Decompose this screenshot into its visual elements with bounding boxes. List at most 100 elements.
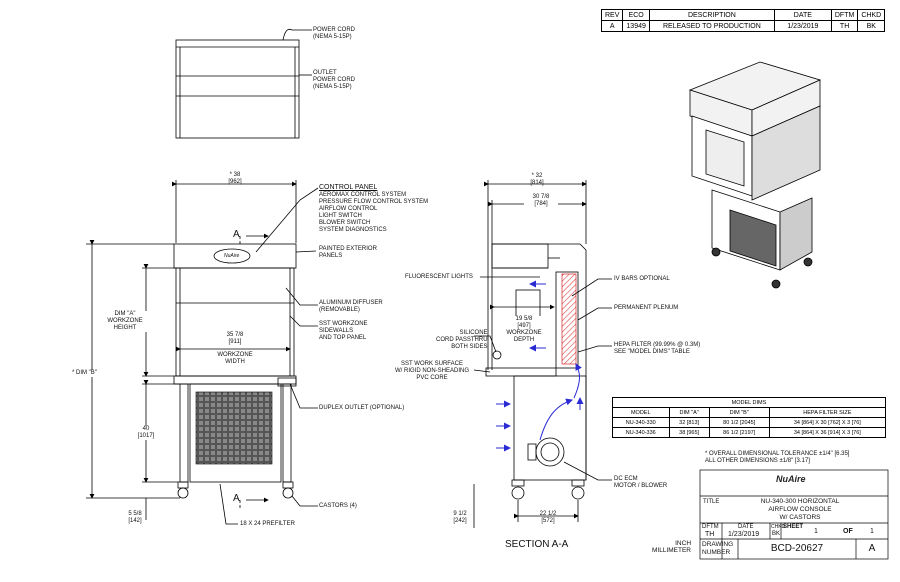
sst-line3: AND TOP PANEL [319, 335, 367, 341]
outlet-power-cord-label: OUTLET POWER CORD (NEMA 5-15P) [313, 70, 355, 91]
inner-in: 30 7/8 [532, 194, 550, 200]
section-inner-depth-dim: 30 7/8 [784] [524, 194, 558, 208]
chkd-value: BK [772, 531, 781, 537]
dim-b-cell: 80 1/2 [2045] [708, 417, 770, 428]
cp-item: PRESSURE FLOW CONTROL SYSTEM [319, 199, 429, 205]
control-panel-callout: CONTROL PANEL AEROMAX CONTROL SYSTEM PRE… [319, 184, 428, 234]
title-line3: W/ CASTORS [779, 514, 821, 521]
sst-workzone-callout: SST WORKZONE SIDEWALLS AND TOP PANEL [319, 321, 368, 342]
workzone-width-dim: 35 7/8 [911] WORKZONE WIDTH [205, 332, 265, 366]
h558-in: 5 5/8 [128, 511, 142, 517]
wd-label1: WORKZONE [506, 330, 542, 336]
painted-line1: PAINTED EXTERIOR [319, 246, 377, 252]
width-dim-in: * 38 [229, 172, 241, 178]
width-dim-mm: [962] [228, 179, 242, 185]
diffuser-line1: ALUMINUM DIFFUSER [319, 300, 383, 306]
model-dims-title: MODEL DIMS [612, 397, 886, 408]
units-label: INCH MILLIMETER [652, 540, 691, 554]
depth-in: * 32 [531, 173, 543, 179]
dftm-label: DFTM [702, 524, 719, 530]
wd-in: 19 5/8 [515, 316, 533, 322]
painted-panels-callout: PAINTED EXTERIOR PANELS [319, 246, 377, 260]
title-line2: AIRFLOW CONSOLE [768, 506, 832, 513]
hepa-size-cell: 34 [864] X 30 [762] X 3 [76] [768, 417, 887, 428]
table-row: NU-340-336 38 [965] 86 1/2 [2197] 34 [86… [612, 427, 887, 438]
ww-label2: WIDTH [225, 359, 245, 365]
section-marker-bottom: A [233, 493, 240, 504]
hepa-size-header: HEPA FILTER SIZE [768, 407, 887, 418]
hepa-filter-hatch [561, 273, 577, 365]
h40-mm: [1017] [137, 433, 155, 439]
aluminum-diffuser-callout: ALUMINUM DIFFUSER (REMOVABLE) [319, 300, 383, 314]
model-cell: NU-340-330 [612, 417, 670, 428]
workzone-depth-dim: 19 5/8 [497] WORKZONE DEPTH [500, 316, 548, 344]
dim-9-1-2: 9 1/2 [242] [446, 511, 474, 525]
rev-cell: A [600, 20, 624, 32]
drawing-number: BCD-20627 [770, 543, 824, 554]
model-dims-header: MODEL DIM "A" DIM "B" HEPA FILTER SIZE [612, 407, 887, 418]
title-block-rev: A [868, 543, 876, 554]
castors-callout: CASTORS (4) [319, 503, 357, 509]
dim-a-label: DIM "A" WORKZONE HEIGHT [103, 311, 147, 332]
top-view [175, 28, 312, 139]
front-view [86, 180, 319, 525]
tolerance-notes: * OVERALL DIMENSIONAL TOLERANCE ±1/4" [6… [705, 451, 849, 465]
dim-b-label: * DIM "B" [72, 370, 97, 377]
tolerance-line1: * OVERALL DIMENSIONAL TOLERANCE ±1/4" [6… [705, 451, 850, 457]
outlet-line2: POWER CORD [313, 77, 355, 83]
silicone-callout: SILICONE CORD PASSTHRU BOTH SIDES [436, 330, 488, 351]
drawing-number-label: DRAWING NUMBER [702, 541, 733, 557]
outlet-line1: OUTLET [313, 70, 337, 76]
d2212-mm: [572] [541, 518, 555, 524]
cp-item: AIRFLOW CONTROL [319, 206, 378, 212]
chkd-cell: BK [857, 20, 886, 32]
revision-table-header: REV ECO DESCRIPTION DATE DFTM CHKD [600, 9, 886, 21]
ws-line2: W/ RIGID NON-SHEADING [394, 368, 469, 374]
drawing-title: NU-340-300 HORIZONTAL AIRFLOW CONSOLE W/… [740, 498, 860, 522]
date-cell: 1/23/2019 [773, 20, 832, 32]
overall-width-dim: * 38 [962] [220, 172, 250, 186]
silicone-line1: SILICONE [459, 330, 488, 336]
title-block-lines [699, 469, 889, 560]
wd-label2: DEPTH [513, 337, 535, 343]
h40-in: 40 [142, 426, 150, 432]
revision-table: REV ECO DESCRIPTION DATE DFTM CHKD A 139… [600, 9, 886, 32]
cp-item: LIGHT SWITCH [319, 213, 362, 219]
isometric-view [688, 61, 822, 289]
dim-a-cell: 38 [965] [668, 427, 710, 438]
eco-header: ECO [622, 9, 650, 21]
sheet-label: SHEET [783, 524, 804, 530]
hepa-callout: HEPA FILTER (99.99% @ 0.3M) SEE "MODEL D… [614, 342, 700, 356]
eco-cell: 13949 [622, 20, 650, 32]
of-label: OF [843, 528, 853, 535]
ecm-line1: DC ECM [614, 476, 638, 482]
work-surface-callout: SST WORK SURFACE W/ RIGID NON-SHEADING P… [384, 361, 480, 382]
painted-line2: PANELS [319, 253, 343, 259]
dftm-cell: TH [830, 20, 859, 32]
company-logo: NuAire [776, 474, 806, 484]
permanent-plenum-callout: PERMANENT PLENUM [614, 305, 679, 311]
table-row: NU-340-330 32 [813] 80 1/2 [2045] 34 [86… [612, 417, 887, 428]
sst-line1: SST WORKZONE [319, 321, 368, 327]
hepa-line1: HEPA FILTER (99.99% @ 0.3M) [614, 342, 701, 348]
date-header: DATE [773, 9, 832, 21]
dc-ecm-callout: DC ECM MOTOR / BLOWER [614, 476, 667, 490]
section-title: SECTION A-A [505, 539, 569, 550]
ecm-line2: MOTOR / BLOWER [614, 483, 668, 489]
date-label: DATE [738, 524, 754, 530]
drawing-label-line2: NUMBER [702, 549, 731, 556]
silicone-line2: CORD PASSTHRU [436, 337, 488, 343]
date-value: 1/23/2019 [728, 531, 760, 538]
ww-in: 35 7/8 [226, 332, 244, 338]
dim-a-line3: HEIGHT [113, 325, 137, 331]
power-cord-label: POWER CORD (NEMA 5-15P) [313, 27, 355, 41]
chkd-label: CHKD [771, 524, 786, 530]
dim-b-cell: 86 1/2 [2197] [708, 427, 770, 438]
cp-item: SYSTEM DIAGNOSTICS [319, 227, 387, 233]
title-label: TITLE [703, 499, 720, 505]
units-mm: MILLIMETER [652, 547, 692, 554]
dim-a-line2: WORKZONE [107, 318, 143, 324]
power-cord-line2: (NEMA 5-15P) [313, 34, 352, 40]
power-cord-line1: POWER CORD [313, 27, 355, 33]
